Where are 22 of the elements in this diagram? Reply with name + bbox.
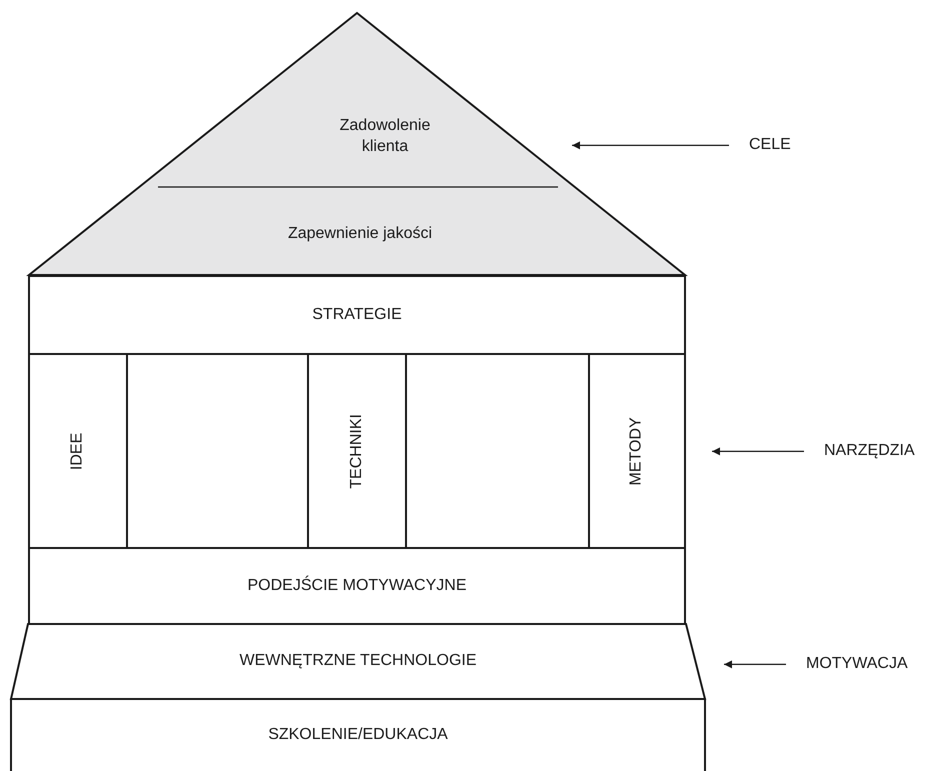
band-label: PODEJŚCIE MOTYWACYJNE: [248, 576, 466, 596]
goal-text: Zapewnienie jakości: [286, 224, 434, 244]
strategy-band: [28, 275, 686, 355]
band-label: IDEE: [68, 432, 87, 470]
base-band: [10, 698, 706, 771]
goal-text: Zadowolenie klienta: [338, 116, 432, 157]
motivation-label: MOTYWACJA: [806, 655, 908, 672]
foundation-trapezoid: [10, 623, 706, 700]
arrow: [724, 660, 786, 668]
band-label: WEWNĘTRZNE TECHNOLOGIE: [239, 651, 477, 672]
goal-label: CELE: [749, 136, 791, 153]
band-label: TECHNIKI: [346, 414, 366, 488]
roof-triangle: [28, 12, 686, 276]
arrow: [572, 141, 729, 150]
empty-pillar: [405, 353, 590, 549]
band-label: METODY: [626, 416, 646, 486]
tools-label: NARZĘDZIA: [824, 442, 915, 459]
empty-pillar: [126, 353, 309, 549]
band-label: SZKOLENIE/EDUKACJA: [268, 725, 448, 746]
band-label: STRATEGIE: [312, 304, 402, 325]
arrow: [712, 447, 804, 456]
foundation-band: [28, 547, 686, 625]
